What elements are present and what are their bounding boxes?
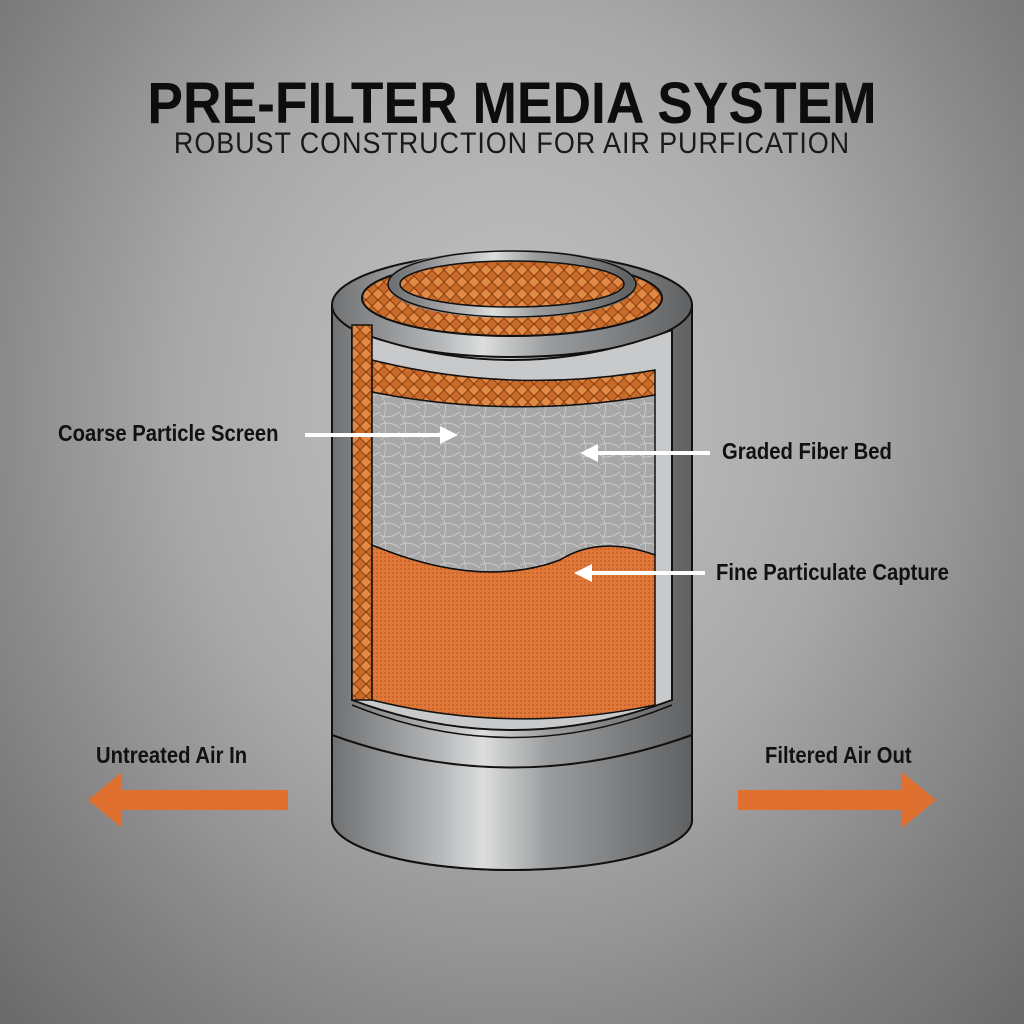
page-title: PRE-FILTER MEDIA SYSTEM bbox=[147, 71, 877, 136]
callout-arrows bbox=[305, 426, 710, 582]
graded-fiber-bed bbox=[371, 391, 656, 573]
arrow-right-icon bbox=[738, 772, 936, 828]
fine-particulate-media bbox=[371, 543, 656, 720]
page-subtitle: ROBUST CONSTRUCTION FOR AIR PURFICATION bbox=[173, 127, 851, 160]
label-filtered-air-out: Filtered Air Out bbox=[765, 742, 912, 768]
coarse-screen-band bbox=[351, 324, 373, 701]
label-graded-fiber-bed: Graded Fiber Bed bbox=[722, 438, 892, 464]
label-fine-particulate-capture: Fine Particulate Capture bbox=[716, 559, 949, 585]
label-coarse-particle-screen: Coarse Particle Screen bbox=[58, 420, 279, 446]
label-untreated-air-in: Untreated Air In bbox=[96, 742, 248, 768]
arrow-left-icon bbox=[88, 772, 288, 828]
base-band bbox=[331, 733, 693, 871]
